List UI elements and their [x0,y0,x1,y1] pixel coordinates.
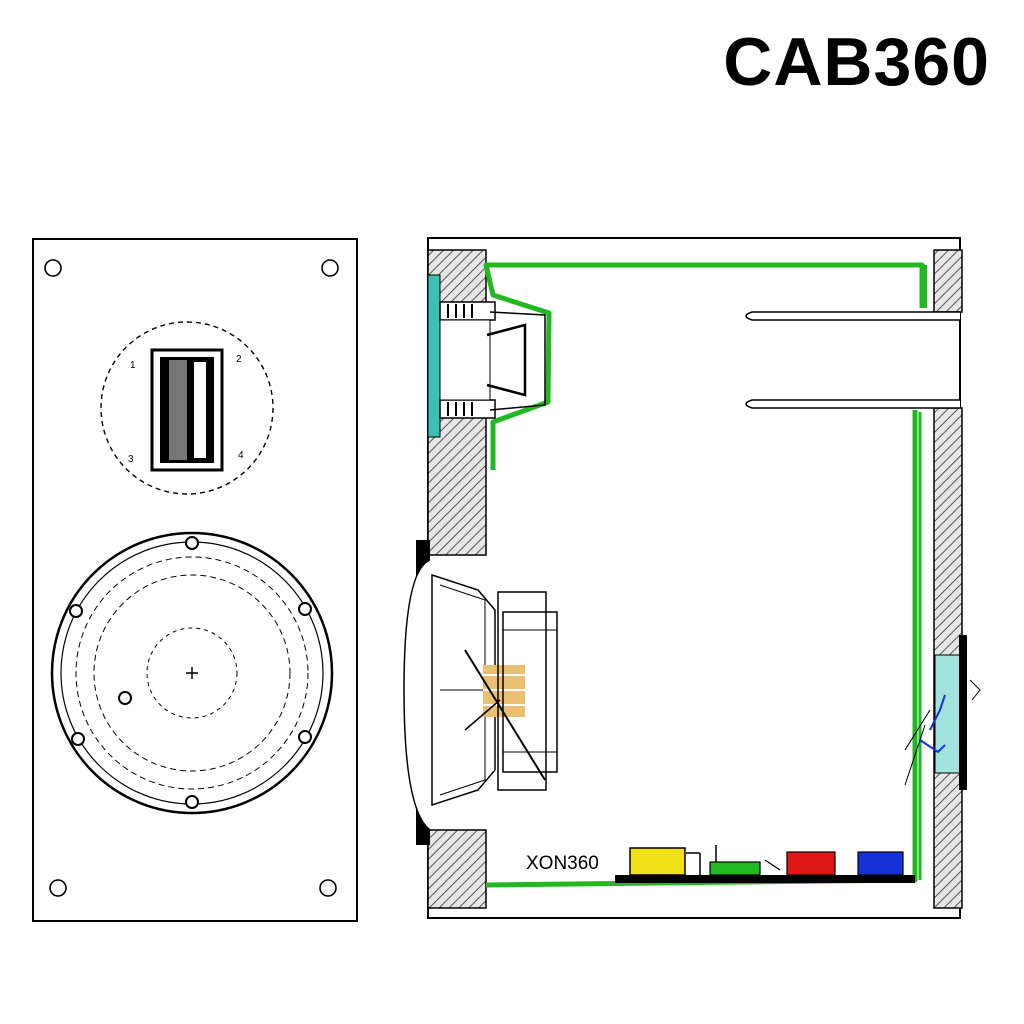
crossover-board [615,845,915,883]
corner-screw-icon [44,259,62,277]
baffle-edge [427,274,441,438]
page-title: CAB360 [723,24,990,100]
woofer-front [50,531,334,815]
crossover-label: XON360 [526,853,599,874]
front-wall-bottom [427,829,487,909]
svg-text:2: 2 [236,354,242,365]
woofer-screw-icon [298,730,312,744]
woofer-screw-icon [71,732,85,746]
svg-text:4: 4 [238,450,244,461]
corner-screw-icon [321,259,339,277]
svg-text:3: 3 [128,454,134,465]
woofer-side [403,540,558,845]
front-view: 1 2 3 4 [32,238,358,922]
woofer-screw-icon [185,536,199,550]
crossover-coil-green [709,861,761,876]
bass-reflex-port [745,311,960,409]
crossover-resistor-red [786,851,836,876]
terminal-plate [934,654,961,774]
corner-screw-icon [49,879,67,897]
crossover-capacitor-yellow [629,847,686,876]
woofer-screw-icon [298,602,312,616]
tweeter-side [439,301,546,419]
woofer-screw-icon [185,795,199,809]
corner-screw-icon [319,879,337,897]
woofer-screw-icon [69,604,83,618]
svg-text:1: 1 [130,360,136,371]
woofer-screw-icon [118,691,132,705]
tweeter-flange [100,321,274,495]
section-view: XON360 [403,237,981,919]
crossover-resistor-blue [857,851,904,876]
tweeter-front: 1 2 3 4 [100,321,274,495]
terminal-wires [919,694,946,754]
rear-wall-top [933,249,963,313]
